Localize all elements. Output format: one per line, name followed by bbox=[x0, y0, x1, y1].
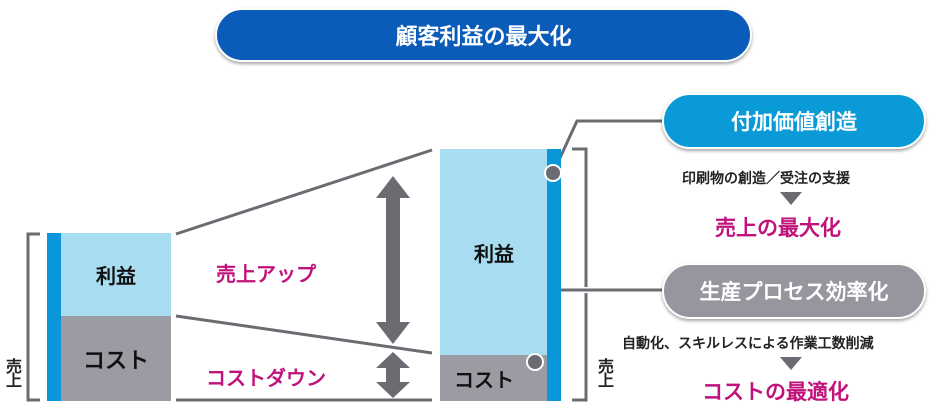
after-profit-label: 利益 bbox=[474, 241, 514, 266]
arrow-down-1 bbox=[780, 192, 802, 205]
value-creation-result: 売上の最大化 bbox=[715, 216, 841, 240]
after-profit-block: 利益 bbox=[440, 149, 548, 355]
value-creation-label: 付加価値創造 bbox=[731, 110, 857, 134]
title-pill: 顧客利益の最大化 bbox=[215, 8, 752, 62]
cost-down-arrow bbox=[376, 352, 410, 398]
after-cost-block: コスト bbox=[440, 355, 548, 401]
right-bracket bbox=[572, 147, 588, 402]
before-cost-label: コスト bbox=[82, 348, 149, 374]
callout-line-value bbox=[550, 118, 662, 175]
sales-up-arrow bbox=[376, 176, 410, 344]
before-profit-label: 利益 bbox=[96, 264, 136, 288]
cost-down-label: コストダウン bbox=[206, 366, 326, 390]
before-cost-block: コスト bbox=[61, 316, 171, 401]
arrow-down-2 bbox=[780, 357, 802, 370]
title-text: 顧客利益の最大化 bbox=[395, 25, 572, 50]
top-expand-line bbox=[175, 148, 433, 236]
mid-line bbox=[175, 314, 433, 355]
before-profit-block: 利益 bbox=[61, 233, 171, 316]
sales-up-label: 売上アップ bbox=[216, 262, 316, 286]
before-sales-strip bbox=[47, 233, 61, 401]
after-sales-label: 売上 bbox=[595, 358, 614, 386]
after-sales-strip bbox=[547, 149, 561, 401]
callout-dot-value bbox=[544, 164, 562, 182]
efficiency-detail: 自動化、スキルレスによる作業工数削減 bbox=[622, 336, 874, 352]
efficiency-label: 生産プロセス効率化 bbox=[699, 280, 889, 304]
after-cost-label: コスト bbox=[454, 367, 514, 392]
before-sales-label: 売上 bbox=[3, 358, 22, 386]
value-creation-detail: 印刷物の創造／受注の支援 bbox=[682, 171, 850, 187]
efficiency-pill: 生産プロセス効率化 bbox=[662, 263, 926, 319]
left-bracket bbox=[26, 232, 40, 402]
value-creation-pill: 付加価値創造 bbox=[662, 93, 926, 149]
efficiency-result: コストの最適化 bbox=[702, 380, 849, 404]
callout-dot-efficiency bbox=[526, 353, 544, 371]
